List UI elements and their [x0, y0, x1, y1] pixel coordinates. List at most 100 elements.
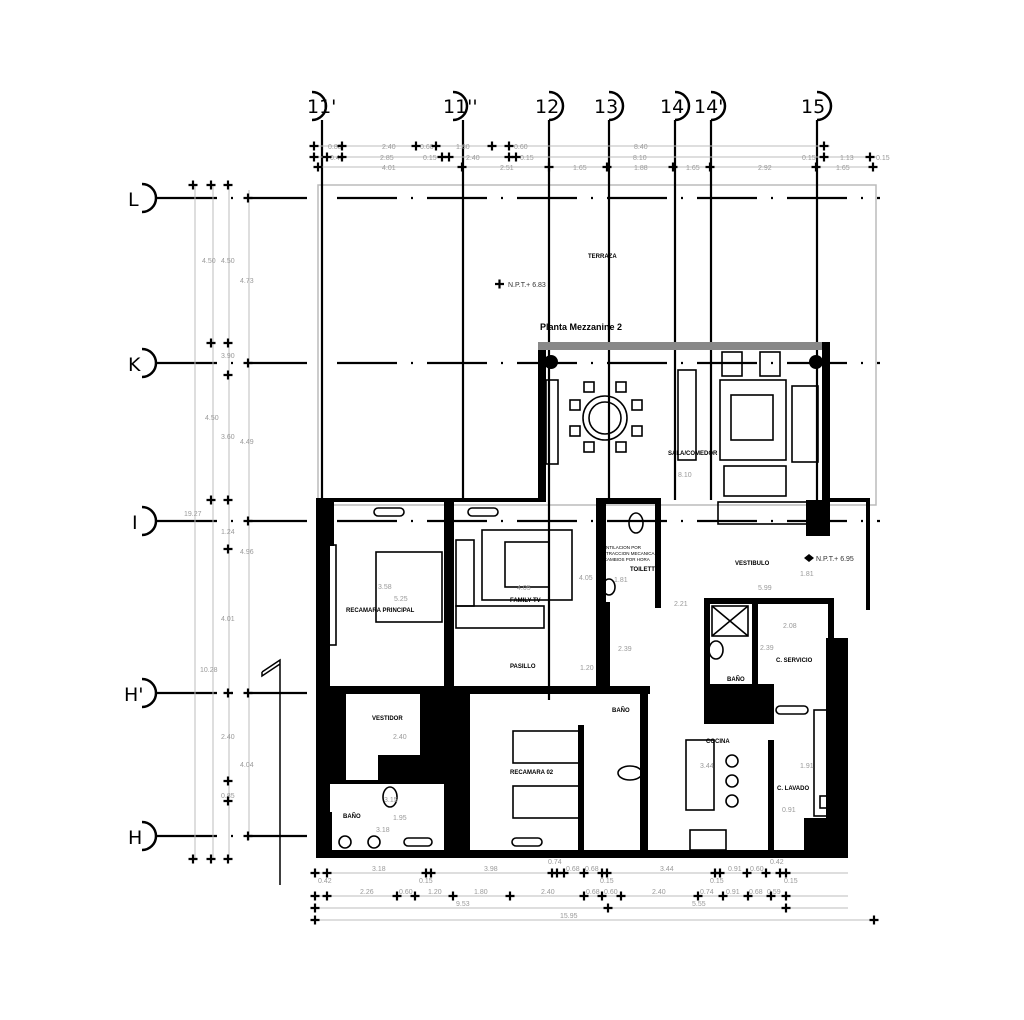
dimension-tick: [309, 141, 319, 151]
svg-text:0.15: 0.15: [600, 878, 614, 885]
svg-text:9.53: 9.53: [456, 901, 470, 908]
dimension-tick: [819, 141, 829, 151]
svg-text:1.95: 1.95: [393, 815, 407, 822]
axis-bubble-15: 15: [801, 90, 833, 122]
living-set: [717, 351, 819, 525]
svg-text:1.65: 1.65: [573, 165, 587, 172]
svg-text:4.50: 4.50: [221, 258, 235, 265]
dimension-tick: [781, 903, 791, 913]
svg-text:0.60: 0.60: [604, 889, 618, 896]
dimension-tick: [431, 141, 441, 151]
axis-bubble-11p: 11': [307, 90, 336, 122]
window-marks: [373, 507, 809, 847]
svg-text:0.68: 0.68: [749, 889, 763, 896]
svg-text:15.95: 15.95: [560, 913, 578, 920]
dimension-tick: [444, 152, 454, 162]
svg-text:12: 12: [535, 96, 559, 118]
axis-bubble-14: 14: [660, 90, 691, 122]
svg-text:1.65: 1.65: [686, 165, 700, 172]
level-terraza: N.P.T.+ 6.83: [508, 282, 546, 289]
svg-text:3.98: 3.98: [484, 866, 498, 873]
svg-text:2.92: 2.92: [758, 165, 772, 172]
axis-bubble-11pp: 11'': [443, 90, 478, 122]
svg-text:0.60: 0.60: [514, 144, 528, 151]
svg-text:1.88: 1.88: [634, 165, 648, 172]
dimension-tick: [504, 141, 514, 151]
label-sala-comedor: SALA/COMEDOR: [668, 451, 718, 457]
dimension-tick: [505, 891, 515, 901]
svg-text:0.59: 0.59: [767, 889, 781, 896]
dimension-tick: [223, 338, 233, 348]
svg-text:0.15: 0.15: [802, 155, 816, 162]
bottom-dimensions: 0.42 3.18 0.15 3.98 0.74 0.68 0.68 0.15 …: [316, 859, 876, 921]
svg-text:1.65: 1.65: [836, 165, 850, 172]
master-bed: [319, 544, 443, 646]
row-axis-bubbles: L K I H' H: [124, 182, 158, 852]
dimension-tick: [243, 193, 253, 203]
svg-text:0.15: 0.15: [710, 878, 724, 885]
svg-text:4.50: 4.50: [205, 415, 219, 422]
ventilation-note: VENTILACION POR EXTRACCION MECANICA 6 CA…: [600, 545, 655, 562]
svg-text:1.13: 1.13: [840, 155, 854, 162]
svg-text:3.15: 3.15: [384, 797, 398, 804]
svg-text:6 CAMBIOS POR HORA: 6 CAMBIOS POR HORA: [600, 557, 650, 562]
dimension-tick: [426, 868, 436, 878]
svg-text:14: 14: [660, 96, 684, 118]
dimension-tick: [310, 903, 320, 913]
dimension-tick: [223, 854, 233, 864]
svg-text:11'': 11'': [443, 96, 478, 118]
svg-text:3.44: 3.44: [700, 763, 714, 770]
dimension-tick: [511, 152, 521, 162]
dimension-tick: [206, 180, 216, 190]
dimension-tick: [559, 868, 569, 878]
axis-bubble-13: 13: [594, 90, 625, 122]
svg-text:4.50: 4.50: [202, 258, 216, 265]
svg-text:0.15: 0.15: [784, 878, 798, 885]
dimension-tick: [743, 891, 753, 901]
room-labels: TERRAZA N.P.T.+ 6.83 Planta Mezzanine 2 …: [343, 254, 854, 820]
level-marker-icon: [804, 554, 814, 562]
dimension-tick: [603, 903, 613, 913]
toilets-sinks: [338, 512, 749, 849]
dimension-tick: [322, 868, 332, 878]
dimension-tick: [223, 370, 233, 380]
dimension-tick: [781, 891, 791, 901]
dimension-tick: [448, 891, 458, 901]
label-c-servicio: C. SERVICIO: [776, 658, 813, 664]
dimension-tick: [602, 162, 612, 172]
svg-text:2.40: 2.40: [541, 889, 555, 896]
dimension-ticks: [188, 141, 879, 925]
dimension-tick: [243, 358, 253, 368]
dimension-tick: [602, 868, 612, 878]
svg-text:1.91: 1.91: [800, 763, 814, 770]
dimension-tick: [223, 776, 233, 786]
svg-text:1.80: 1.80: [456, 144, 470, 151]
column-axis-bubbles: 11' 11'' 12 13 14 14' 15: [307, 90, 833, 122]
dimension-tick: [579, 868, 589, 878]
svg-text:1.81: 1.81: [614, 577, 628, 584]
dimension-tick: [223, 544, 233, 554]
svg-text:15: 15: [801, 96, 825, 118]
svg-text:0.68: 0.68: [586, 889, 600, 896]
svg-text:1.20: 1.20: [428, 889, 442, 896]
dimension-tick: [188, 854, 198, 864]
dimension-tick: [337, 141, 347, 151]
svg-text:2.39: 2.39: [760, 645, 774, 652]
label-vestidor: VESTIDOR: [372, 716, 403, 722]
label-bano-2: BAÑO: [612, 707, 630, 714]
svg-text:3.58: 3.58: [378, 584, 392, 591]
family-tv-set: [455, 529, 573, 629]
svg-text:4.96: 4.96: [240, 549, 254, 556]
bunk-beds: [512, 730, 582, 819]
svg-text:4.49: 4.49: [240, 439, 254, 446]
dimension-tick: [811, 162, 821, 172]
dimension-tick: [715, 868, 725, 878]
svg-text:2.40: 2.40: [466, 155, 480, 162]
label-terraza: TERRAZA: [588, 254, 617, 260]
dimension-tick: [310, 868, 320, 878]
dimension-tick: [487, 141, 497, 151]
dimension-tick: [705, 162, 715, 172]
axis-bubble-12: 12: [535, 90, 565, 122]
svg-text:K: K: [128, 354, 141, 376]
level-marker-icon: [495, 279, 504, 289]
